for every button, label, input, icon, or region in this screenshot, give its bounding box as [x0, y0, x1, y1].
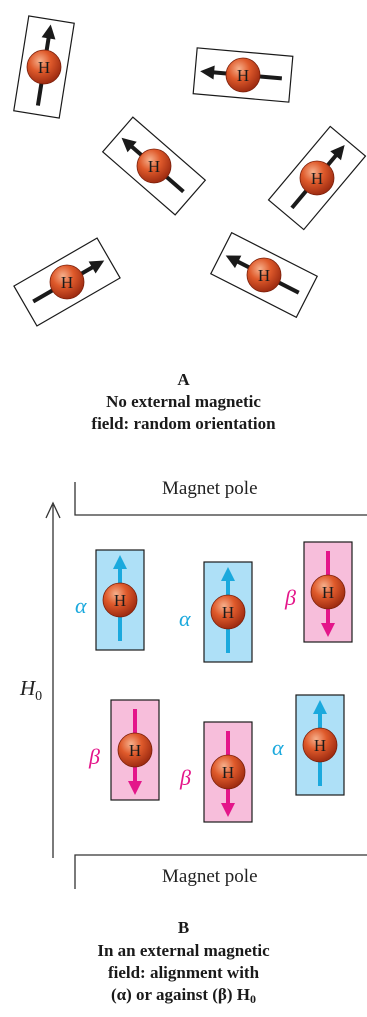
- beta-spin-box: H: [303, 541, 353, 643]
- panel-a-letter: A: [177, 370, 190, 389]
- panel-b-caption-line-3-subscript: 0: [250, 992, 256, 1006]
- spin-arrowhead: [41, 24, 56, 40]
- beta-label: β: [180, 765, 191, 790]
- hydrogen-atom: H: [117, 732, 153, 768]
- random-spin-box: H: [192, 47, 294, 103]
- field-symbol: H: [20, 676, 36, 700]
- alpha-spin-box: H: [295, 694, 345, 796]
- hydrogen-atom: H: [136, 148, 172, 184]
- atom-label: H: [311, 169, 323, 188]
- atom-sphere: [246, 257, 282, 293]
- spin-arrowhead: [121, 137, 137, 153]
- bottom-magnet-pole-line: [74, 854, 367, 889]
- atom-sphere: [210, 594, 246, 630]
- panel-b-letter: B: [177, 918, 190, 937]
- alpha-label: α: [272, 735, 284, 760]
- atom-label: H: [222, 603, 234, 622]
- hydrogen-atom: H: [49, 264, 85, 300]
- random-spin-box: H: [13, 15, 75, 119]
- atom-sphere: [225, 57, 261, 93]
- atom-sphere: [102, 582, 138, 618]
- hydrogen-atom: H: [26, 49, 62, 85]
- field-axis-arrowhead: [45, 501, 61, 519]
- random-spin-box: H: [267, 125, 367, 231]
- atom-label: H: [129, 741, 141, 760]
- random-spin-box: H: [209, 231, 319, 319]
- spin-arrowhead: [128, 781, 142, 795]
- alpha-spin-box: H: [95, 549, 145, 651]
- top-magnet-pole-label: Magnet pole: [162, 478, 258, 499]
- atom-label: H: [222, 763, 234, 782]
- alpha-label: α: [75, 593, 87, 618]
- spin-arrowhead: [88, 260, 105, 274]
- spin-arrowhead: [313, 700, 327, 714]
- panel-b-caption-line-3: (α) or against (β) H0: [0, 984, 367, 1010]
- hydrogen-atom: H: [210, 754, 246, 790]
- atom-label: H: [322, 583, 334, 602]
- panel-b-caption-line-2: field: alignment with: [107, 963, 260, 982]
- spin-arrowhead: [321, 623, 335, 637]
- atom-sphere: [302, 727, 338, 763]
- panel-b-aligned-spins: H H H H H H: [45, 482, 367, 889]
- random-spin-box: H: [101, 116, 207, 216]
- atom-label: H: [38, 58, 50, 77]
- beta-spin-box: H: [203, 721, 253, 823]
- atom-sphere: [117, 732, 153, 768]
- field-label: H0: [20, 676, 42, 705]
- atom-sphere: [49, 264, 85, 300]
- panel-b-caption-line-1: In an external magnetic: [97, 941, 270, 960]
- hydrogen-atom: H: [302, 727, 338, 763]
- beta-spin-box: H: [110, 699, 160, 801]
- bottom-magnet-pole-label: Magnet pole: [162, 866, 258, 887]
- alpha-spin-box: H: [203, 561, 253, 663]
- panel-a-caption-line-2: field: random orientation: [91, 414, 276, 433]
- field-subscript: 0: [35, 689, 43, 705]
- spin-arrowhead: [200, 65, 215, 80]
- hydrogen-atom: H: [210, 594, 246, 630]
- hydrogen-atom: H: [246, 257, 282, 293]
- spin-arrowhead: [221, 567, 235, 581]
- spin-arrowhead: [225, 255, 242, 269]
- spin-arrowhead: [113, 555, 127, 569]
- atom-label: H: [237, 66, 249, 85]
- spin-arrowhead: [330, 145, 345, 161]
- panel-a-random-spins: H H H H H H: [13, 15, 367, 327]
- hydrogen-atom: H: [299, 160, 335, 196]
- panel-b-caption-line-3-text: (α) or against (β) H: [110, 985, 250, 1004]
- atom-label: H: [148, 157, 160, 176]
- hydrogen-atom: H: [225, 57, 261, 93]
- spin-arrowhead: [221, 803, 235, 817]
- atom-sphere: [210, 754, 246, 790]
- atom-label: H: [114, 591, 126, 610]
- atom-sphere: [310, 574, 346, 610]
- atom-sphere: [136, 148, 172, 184]
- atom-label: H: [258, 266, 270, 285]
- atom-sphere: [26, 49, 62, 85]
- atom-label: H: [314, 736, 326, 755]
- beta-label: β: [285, 585, 296, 610]
- top-magnet-pole-line: [74, 482, 367, 516]
- beta-label: β: [89, 744, 100, 769]
- atom-label: H: [61, 273, 73, 292]
- alpha-label: α: [179, 606, 191, 631]
- atom-sphere: [299, 160, 335, 196]
- hydrogen-atom: H: [310, 574, 346, 610]
- random-spin-box: H: [13, 237, 121, 327]
- hydrogen-atom: H: [102, 582, 138, 618]
- panel-a-caption-line-1: No external magnetic: [106, 392, 261, 411]
